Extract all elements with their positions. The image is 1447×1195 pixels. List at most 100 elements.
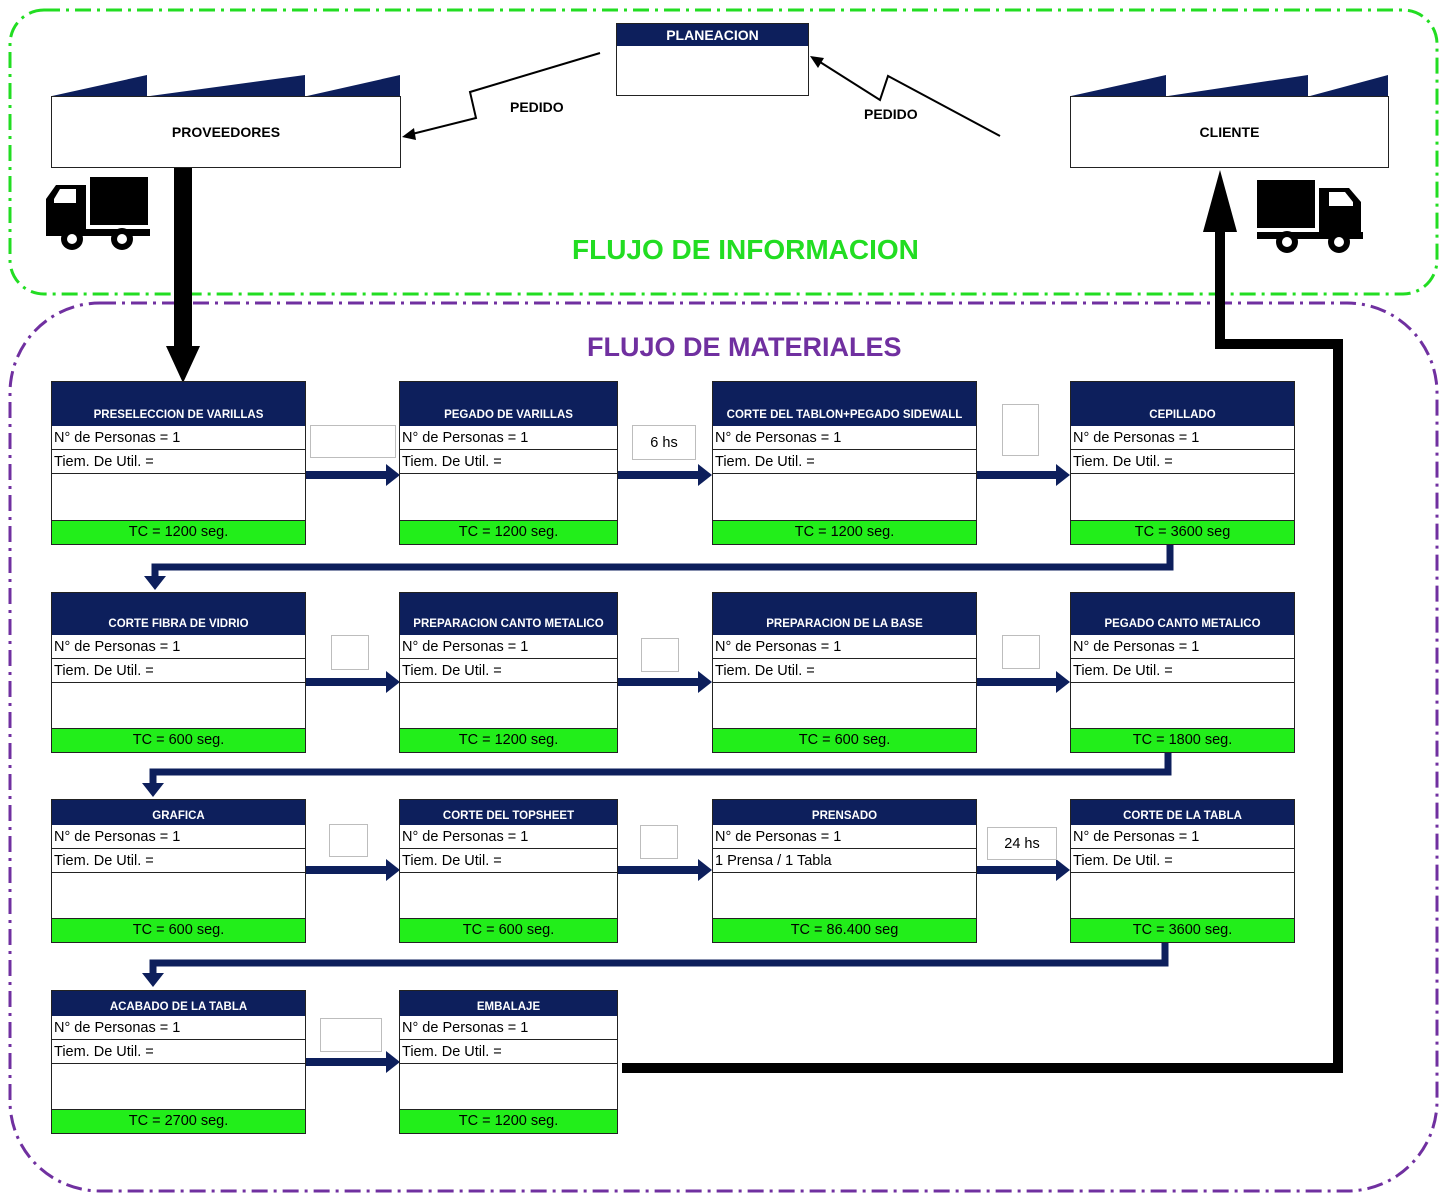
process-box: PRESELECCION DE VARILLAS N° de Personas … [51, 381, 306, 545]
shipment-arrowhead-icon [1203, 170, 1237, 232]
process-util: Tiem. De Util. = [1071, 659, 1294, 683]
process-box: EMBALAJE N° de Personas = 1 Tiem. De Uti… [399, 990, 618, 1134]
customer-box: CLIENTE [1070, 96, 1389, 168]
process-box: CORTE DE LA TABLA N° de Personas = 1 Tie… [1070, 799, 1295, 943]
info-flow-title: FLUJO DE INFORMACION [572, 234, 919, 265]
process-cycle-time: TC = 1800 seg. [1071, 728, 1294, 752]
process-box: PRENSADO N° de Personas = 1 1 Prensa / 1… [712, 799, 977, 943]
process-cycle-time: TC = 600 seg. [400, 918, 617, 942]
process-name: PEGADO CANTO METALICO [1071, 593, 1294, 635]
inventory-box [310, 425, 396, 458]
process-box: PREPARACION CANTO METALICO N° de Persona… [399, 592, 618, 753]
inventory-box [1002, 635, 1040, 669]
process-cycle-time: TC = 1200 seg. [713, 520, 976, 544]
process-personas: N° de Personas = 1 [52, 635, 305, 659]
customer-roof-icon [1071, 75, 1388, 96]
inventory-box [329, 824, 368, 857]
process-box: PEGADO DE VARILLAS N° de Personas = 1 Ti… [399, 381, 618, 545]
inventory-box: 6 hs [632, 425, 696, 460]
process-personas: N° de Personas = 1 [52, 825, 305, 849]
process-personas: N° de Personas = 1 [1071, 426, 1294, 450]
process-util: Tiem. De Util. = [400, 659, 617, 683]
planning-title: PLANEACION [617, 24, 808, 46]
process-cycle-time: TC = 2700 seg. [52, 1109, 305, 1133]
process-cycle-time: TC = 86.400 seg [713, 918, 976, 942]
order-label-right: PEDIDO [864, 106, 918, 122]
process-box: CORTE DEL TABLON+PEGADO SIDEWALL N° de P… [712, 381, 977, 545]
truck-icon [1257, 180, 1363, 253]
process-cycle-time: TC = 3600 seg. [1071, 918, 1294, 942]
process-cycle-time: TC = 3600 seg [1071, 520, 1294, 544]
order-label-left: PEDIDO [510, 99, 564, 115]
process-util: Tiem. De Util. = [52, 659, 305, 683]
inventory-box [1002, 404, 1039, 456]
process-name: CORTE DEL TOPSHEET [400, 800, 617, 825]
order-arrowhead-left-icon [402, 128, 416, 140]
process-personas: N° de Personas = 1 [400, 426, 617, 450]
process-personas: N° de Personas = 1 [1071, 635, 1294, 659]
process-box: PEGADO CANTO METALICO N° de Personas = 1… [1070, 592, 1295, 753]
process-name: PREPARACION DE LA BASE [713, 593, 976, 635]
process-name: PRESELECCION DE VARILLAS [52, 382, 305, 426]
process-name: PRENSADO [713, 800, 976, 825]
order-line-right [819, 61, 1001, 137]
process-cycle-time: TC = 1200 seg. [400, 728, 617, 752]
process-box: ACABADO DE LA TABLA N° de Personas = 1 T… [51, 990, 306, 1134]
process-box: GRAFICA N° de Personas = 1 Tiem. De Util… [51, 799, 306, 943]
process-name: PREPARACION CANTO METALICO [400, 593, 617, 635]
process-util: Tiem. De Util. = [713, 659, 976, 683]
process-personas: N° de Personas = 1 [713, 825, 976, 849]
materials-flow-title: FLUJO DE MATERIALES [587, 332, 902, 362]
truck-icon [46, 177, 150, 250]
process-name: EMBALAJE [400, 991, 617, 1016]
planning-box: PLANEACION [616, 23, 809, 96]
inventory-box [640, 825, 678, 859]
process-name: PEGADO DE VARILLAS [400, 382, 617, 426]
order-line-left [411, 52, 601, 135]
process-cycle-time: TC = 1200 seg. [52, 520, 305, 544]
inventory-box [641, 638, 679, 672]
process-cycle-time: TC = 1200 seg. [400, 1109, 617, 1133]
supply-arrow-icon [166, 346, 200, 383]
shipment-line [622, 230, 1343, 1073]
process-name: CORTE FIBRA DE VIDRIO [52, 593, 305, 635]
process-personas: N° de Personas = 1 [52, 1016, 305, 1040]
process-personas: N° de Personas = 1 [400, 635, 617, 659]
process-personas: N° de Personas = 1 [400, 825, 617, 849]
supplier-roof-icon [52, 75, 400, 96]
inventory-box [320, 1018, 382, 1052]
process-cycle-time: TC = 600 seg. [713, 728, 976, 752]
process-util: Tiem. De Util. = [400, 1040, 617, 1064]
materials-flow-border [8, 301, 1439, 1193]
process-box: CORTE FIBRA DE VIDRIO N° de Personas = 1… [51, 592, 306, 753]
process-box: CORTE DEL TOPSHEET N° de Personas = 1 Ti… [399, 799, 618, 943]
inventory-box: 24 hs [987, 827, 1057, 860]
process-cycle-time: TC = 1200 seg. [400, 520, 617, 544]
process-name: ACABADO DE LA TABLA [52, 991, 305, 1016]
process-cycle-time: TC = 600 seg. [52, 728, 305, 752]
process-personas: N° de Personas = 1 [400, 1016, 617, 1040]
process-name: GRAFICA [52, 800, 305, 825]
process-personas: N° de Personas = 1 [713, 635, 976, 659]
process-util: Tiem. De Util. = [713, 450, 976, 474]
process-util: Tiem. De Util. = [52, 450, 305, 474]
process-util: Tiem. De Util. = [400, 450, 617, 474]
process-personas: N° de Personas = 1 [52, 426, 305, 450]
process-name: CORTE DE LA TABLA [1071, 800, 1294, 825]
process-name: CORTE DEL TABLON+PEGADO SIDEWALL [713, 382, 976, 426]
process-cycle-time: TC = 600 seg. [52, 918, 305, 942]
process-personas: N° de Personas = 1 [713, 426, 976, 450]
info-flow-border [8, 8, 1439, 296]
process-util: Tiem. De Util. = [52, 1040, 305, 1064]
inventory-box [331, 635, 369, 670]
process-box: CEPILLADO N° de Personas = 1 Tiem. De Ut… [1070, 381, 1295, 545]
order-arrowhead-right-icon [810, 56, 824, 68]
process-util: Tiem. De Util. = [1071, 450, 1294, 474]
process-util: 1 Prensa / 1 Tabla [713, 849, 976, 873]
process-personas: N° de Personas = 1 [1071, 825, 1294, 849]
process-util: Tiem. De Util. = [400, 849, 617, 873]
supplier-box: PROVEEDORES [51, 96, 401, 168]
process-name: CEPILLADO [1071, 382, 1294, 426]
process-box: PREPARACION DE LA BASE N° de Personas = … [712, 592, 977, 753]
